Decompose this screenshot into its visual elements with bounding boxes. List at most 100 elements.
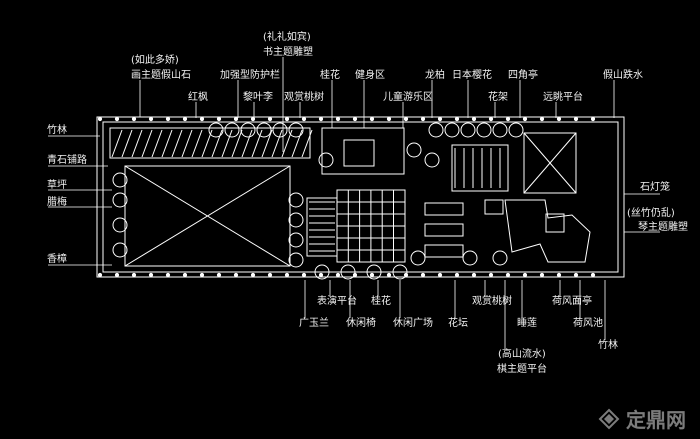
shrub-dot (403, 272, 409, 278)
label-peach-tree-bottom: 观赏桃树 (472, 296, 512, 307)
shrub-dot (131, 272, 137, 278)
tree-symbol (240, 122, 256, 138)
stone-path-hatch (121, 129, 133, 158)
shrub-dot (522, 272, 528, 278)
stone-path-hatch (301, 129, 313, 158)
label-poem-1: (如此多娇) (131, 55, 179, 66)
stone-path-hatch (231, 129, 243, 158)
label-plum-tree: 黎叶李 (243, 92, 273, 103)
shrub-dot (352, 116, 358, 122)
label-painting-rockery: 画主题假山石 (131, 70, 191, 81)
tree-symbol (428, 122, 444, 138)
tree-symbol (462, 250, 478, 266)
shrub-dot (284, 272, 290, 278)
tree-symbol (112, 242, 128, 258)
label-bamboo-bottom: 竹林 (598, 340, 618, 351)
shrub-dot (233, 116, 239, 122)
fitness-equipment (343, 139, 375, 167)
shrub-dot (369, 116, 375, 122)
label-peach-tree-top: 观赏桃树 (284, 92, 324, 103)
tree-symbol (424, 152, 440, 168)
shrub-dot (590, 272, 596, 278)
shrub-dot (216, 272, 222, 278)
site-boundary (96, 116, 625, 278)
tree-symbol (112, 172, 128, 188)
label-kids-area: 儿童游乐区 (383, 92, 433, 103)
tree-symbol (112, 192, 128, 208)
stage-platform (306, 197, 338, 257)
shrub-dot (505, 272, 511, 278)
label-guardrail: 加强型防护栏 (220, 70, 280, 81)
tree-symbol (444, 122, 460, 138)
shrub-dot (437, 272, 443, 278)
shrub-dot (420, 272, 426, 278)
tree-symbol (460, 122, 476, 138)
tree-symbol (288, 122, 304, 138)
shrub-dot (471, 272, 477, 278)
watermark-brand: 定鼎网 (626, 408, 686, 432)
label-stage-platform: 表演平台 (317, 296, 357, 307)
label-book-sculpture: 书主题雕塑 (263, 47, 313, 58)
site-inner-boundary (102, 121, 619, 273)
shrub-dot (284, 116, 290, 122)
shrub-dot (165, 116, 171, 122)
stone-path-hatch (131, 129, 143, 158)
shrub-dot (250, 116, 256, 122)
shrub-dot (301, 116, 307, 122)
shrub-dot (539, 272, 545, 278)
shrub-dot (420, 116, 426, 122)
shrub-dot (573, 272, 579, 278)
label-poem-4: (高山流水) (498, 349, 546, 360)
tree-symbol (476, 122, 492, 138)
stone-path-hatch (291, 129, 303, 158)
tree-symbol (392, 264, 408, 280)
tree-symbol (492, 122, 508, 138)
four-corner-pavilion (523, 132, 577, 194)
shrub-dot (369, 272, 375, 278)
stone-path-hatch (241, 129, 253, 158)
shrub-dot (522, 116, 528, 122)
label-poem-2: (礼礼如宾) (263, 32, 311, 43)
shrub-dot (131, 116, 137, 122)
label-fitness-area: 健身区 (355, 70, 385, 81)
tree-symbol (492, 250, 508, 266)
lawn-cross-b (124, 165, 291, 267)
label-wintersweet: 腊梅 (47, 197, 67, 208)
shrub-dot (556, 272, 562, 278)
shrub-dot (148, 272, 154, 278)
shrub-dot (556, 116, 562, 122)
tree-symbol (340, 264, 356, 280)
shrub-dot (97, 116, 103, 122)
shrub-dot (454, 272, 460, 278)
lotus-pond (504, 199, 591, 263)
label-red-maple: 红枫 (188, 92, 208, 103)
stone-path-hatch (211, 129, 223, 158)
shrub-dot (539, 116, 545, 122)
shrub-dot (403, 116, 409, 122)
stone-path-hatch (191, 129, 203, 158)
tree-symbol (288, 232, 304, 248)
stone-path-hatch (171, 129, 183, 158)
label-lotus-pavilion: 荷风面亭 (552, 296, 592, 307)
shrub-dot (267, 272, 273, 278)
shrub-dot (488, 272, 494, 278)
tree-symbol (318, 152, 334, 168)
dingding-logo-icon (598, 408, 620, 429)
stone-path-hatch (251, 129, 263, 158)
shrub-dot (318, 272, 324, 278)
shrub-dot (488, 116, 494, 122)
pavilion-ridge-b (523, 132, 577, 194)
label-lawn: 草坪 (47, 180, 67, 191)
stone-path-hatch (151, 129, 163, 158)
tree-symbol (366, 264, 382, 280)
shrub-dot (454, 116, 460, 122)
tree-symbol (208, 122, 224, 138)
stone-path-band (109, 127, 311, 159)
stone-path-hatch (261, 129, 273, 158)
shrub-dot (437, 116, 443, 122)
label-camphor: 香樟 (47, 254, 67, 265)
shrub-dot (471, 116, 477, 122)
shrub-dot (250, 272, 256, 278)
label-leisure-chair: 休闲椅 (346, 318, 376, 329)
